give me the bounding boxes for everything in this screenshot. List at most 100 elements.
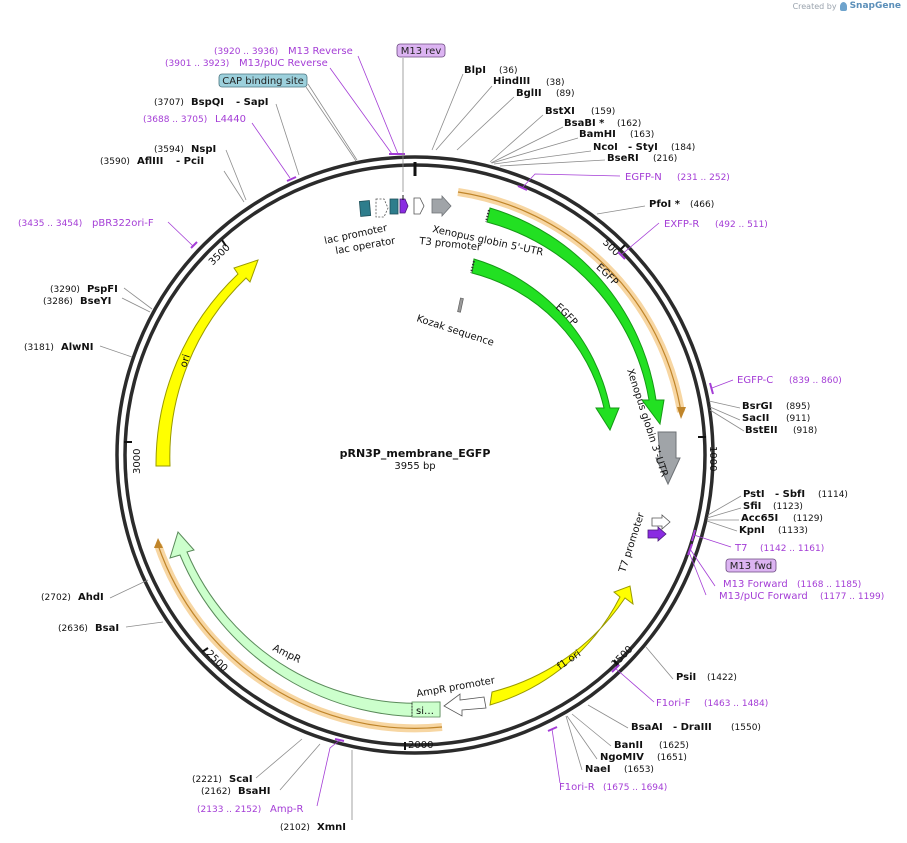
enzyme-nspi-pos: (3594) bbox=[154, 145, 184, 155]
egfp-inner-start-mark bbox=[470, 260, 475, 274]
enzyme-sapi: - SapI bbox=[236, 97, 268, 108]
enzyme-scai-pos: (2221) bbox=[192, 775, 222, 785]
primer-f1ori-f: F1ori-F bbox=[656, 698, 691, 709]
ampr-highlight-arrowhead bbox=[154, 538, 163, 548]
enzyme-bspqi-pos: (3707) bbox=[154, 98, 184, 108]
lac-promoter-arrow bbox=[375, 198, 389, 218]
boxed-labels: M13 rev CAP binding site M13 fwd bbox=[218, 43, 777, 573]
egfp-inner-arrow bbox=[471, 258, 620, 432]
enzyme-bsai-pos: (2636) bbox=[58, 624, 88, 634]
m13-fwd-box bbox=[725, 558, 777, 573]
enzyme-kpni-pos: (1133) bbox=[778, 526, 808, 536]
primer-t7-pos: (1142 .. 1161) bbox=[760, 544, 824, 554]
enzyme-bsaai: BsaAI bbox=[631, 722, 663, 733]
enzyme-acc65i: Acc65I bbox=[741, 513, 778, 524]
primer-m13-reverse-pos: (3920 .. 3936) bbox=[214, 47, 278, 57]
t7-promoter-arrow bbox=[651, 514, 671, 530]
enzyme-bamhi-pos: (163) bbox=[630, 130, 654, 140]
enzyme-nspi: NspI bbox=[191, 144, 216, 155]
cap-leader bbox=[305, 86, 357, 162]
primer-m13puc-reverse: M13/pUC Reverse bbox=[239, 58, 328, 69]
enzyme-bsteii: BstEII bbox=[745, 425, 778, 436]
enzyme-hindiii-pos: (38) bbox=[546, 78, 564, 88]
enzyme-bseri: BseRI bbox=[607, 153, 639, 164]
enzyme-bsaai-pos: (1550) bbox=[731, 723, 761, 733]
enzyme-bsai: BsaI bbox=[95, 623, 119, 634]
cap-binding-site-mark bbox=[358, 200, 372, 217]
ori-arrow bbox=[155, 259, 259, 467]
primer-l4440: L4440 bbox=[215, 114, 246, 125]
egfp-c-mark bbox=[709, 382, 714, 395]
enzyme-ngomiv: NgoMIV bbox=[600, 752, 644, 763]
primer-m13puc-forward: M13/pUC Forward bbox=[719, 591, 808, 602]
ruler-label-3500: 3500 bbox=[207, 242, 233, 268]
enzyme-sacii-pos: (911) bbox=[786, 414, 810, 424]
primer-t7: T7 bbox=[734, 543, 747, 554]
enzyme-blpi-pos: (36) bbox=[499, 66, 517, 76]
enzyme-xmni-pos: (2102) bbox=[280, 823, 310, 833]
primer-amp-r-pos: (2133 .. 2152) bbox=[197, 805, 261, 815]
enzyme-sacii: SacII bbox=[742, 413, 769, 424]
enzyme-afliii: AflIII bbox=[137, 156, 163, 167]
cap-box-label: CAP binding site bbox=[222, 76, 304, 87]
enzyme-pfoi: PfoI * bbox=[649, 199, 681, 210]
primer-labels: M13 Reverse (3920 .. 3936) M13/pUC Rever… bbox=[18, 46, 884, 815]
credit-prefix: Created by bbox=[792, 1, 837, 11]
enzyme-ahdi: AhdI bbox=[78, 592, 104, 603]
m13-rev-box bbox=[396, 43, 446, 58]
egfp-outer-arrow bbox=[486, 207, 665, 426]
primer-egfp-c: EGFP-C bbox=[737, 375, 773, 386]
primer-leaders bbox=[167, 55, 734, 807]
enzyme-bsabi: BsaBI * bbox=[564, 118, 605, 129]
enzyme-bseyi: BseYI bbox=[80, 296, 111, 307]
primer-pbr322ori-f: pBR322ori-F bbox=[92, 218, 154, 229]
enzyme-naei: NaeI bbox=[585, 764, 611, 775]
xenopus-5utr-arrow bbox=[431, 194, 452, 218]
enzyme-pspfi-pos: (3290) bbox=[50, 285, 80, 295]
enzyme-ncoi: NcoI bbox=[593, 142, 618, 153]
lac-operator-mark bbox=[389, 198, 399, 215]
primer-egfp-n: EGFP-N bbox=[625, 172, 662, 183]
enzyme-leaders bbox=[99, 73, 745, 820]
primer-egfp-n-pos: (231 .. 252) bbox=[677, 173, 730, 183]
l4440-mark bbox=[286, 176, 297, 182]
primer-exfp-r-pos: (492 .. 511) bbox=[715, 220, 768, 230]
enzyme-pfoi-pos: (466) bbox=[690, 200, 714, 210]
ampr-arrow bbox=[169, 531, 441, 718]
primer-amp-r: Amp-R bbox=[270, 804, 304, 815]
enzyme-bsabi-pos: (162) bbox=[617, 119, 641, 129]
f1-ori-arrow bbox=[489, 585, 634, 706]
primer-f1ori-r: F1ori-R bbox=[559, 782, 595, 793]
m13-rev-arrow bbox=[399, 198, 409, 214]
enzyme-pspfi: PspFI bbox=[87, 284, 118, 295]
enzyme-bsrgi-pos: (895) bbox=[786, 402, 810, 412]
enzyme-ncoi-pos: (184) bbox=[671, 143, 695, 153]
ruler-label-1000: 1000 bbox=[707, 446, 718, 471]
xenopus-5utr-arrowhead bbox=[677, 407, 686, 419]
enzyme-scai: ScaI bbox=[229, 774, 253, 785]
enzyme-psti-pos: (1114) bbox=[818, 490, 848, 500]
t7-mark bbox=[691, 529, 696, 542]
ruler-label-2000: 2000 bbox=[408, 740, 433, 751]
kozak-mark bbox=[457, 297, 464, 313]
enzyme-alwni: AlwNI bbox=[61, 342, 94, 353]
exfp-r-mark bbox=[617, 251, 626, 260]
primer-f1ori-f-pos: (1463 .. 1484) bbox=[704, 699, 768, 709]
xenopus-3utr-arrow bbox=[655, 431, 681, 486]
enzyme-psii: PsiI bbox=[676, 672, 696, 683]
enzyme-bseri-pos: (216) bbox=[653, 154, 677, 164]
f1-ori-label: f1 ori bbox=[555, 648, 583, 672]
primer-m13puc-reverse-pos: (3901 .. 3923) bbox=[165, 59, 229, 69]
enzyme-banii-pos: (1625) bbox=[659, 741, 689, 751]
ruler-tick-2500 bbox=[201, 647, 209, 653]
ampr-promoter-label: AmpR promoter bbox=[416, 675, 497, 700]
t3-promoter-arrow bbox=[413, 197, 425, 215]
enzyme-sfii: SfiI bbox=[743, 501, 761, 512]
enzyme-naei-pos: (1653) bbox=[624, 765, 654, 775]
m13-fwd-arrow bbox=[647, 526, 667, 542]
ruler-label-3000: 3000 bbox=[132, 449, 143, 474]
ampr-promoter-arrow bbox=[443, 693, 487, 717]
primer-m13puc-forward-pos: (1177 .. 1199) bbox=[820, 592, 884, 602]
primer-exfp-r: EXFP-R bbox=[664, 219, 699, 230]
